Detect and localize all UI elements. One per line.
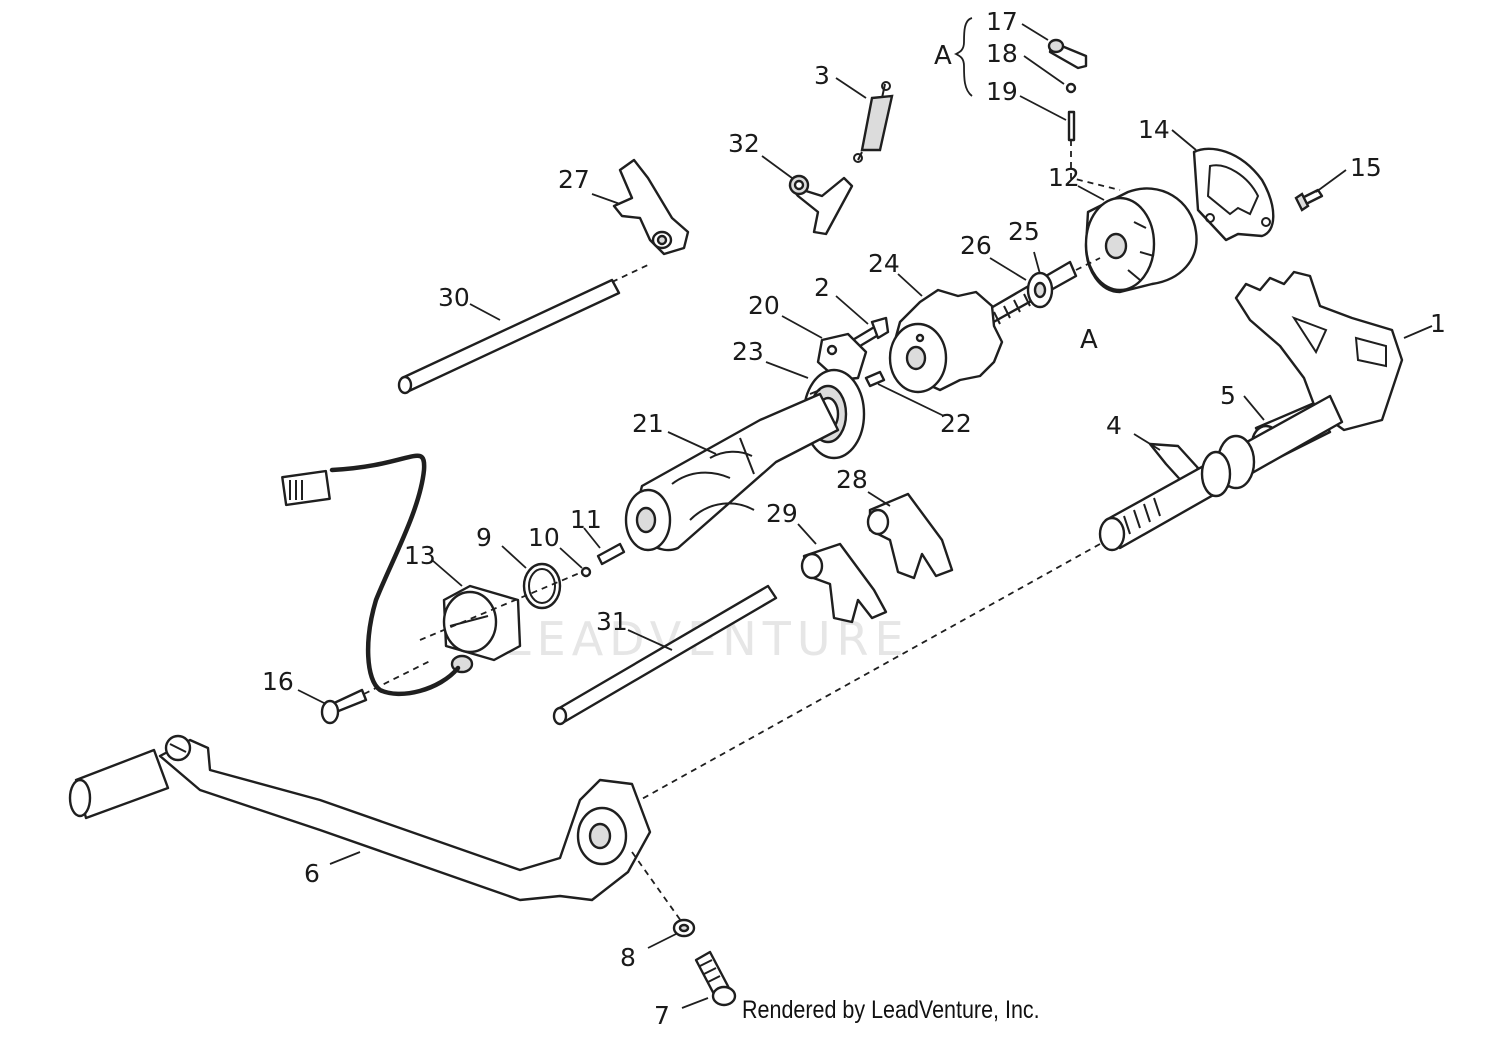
callout-21: 21 <box>632 409 664 438</box>
callout-14: 14 <box>1138 115 1170 144</box>
callout-29: 29 <box>766 499 798 528</box>
part-7-bolt <box>694 950 737 1007</box>
part-28-shift-fork <box>866 492 954 580</box>
group-label-a: A <box>934 41 952 71</box>
part-3-spring <box>853 81 894 163</box>
wire-harness <box>281 453 461 697</box>
callout-30: 30 <box>438 283 470 312</box>
callout-26: 26 <box>960 231 992 260</box>
part-12-shift-drum-cam <box>1084 187 1198 294</box>
part-31-shift-fork-shaft <box>552 584 778 726</box>
part-19-pin <box>1067 110 1076 142</box>
callout-17: 17 <box>986 7 1018 36</box>
guide-27-30 <box>611 263 651 283</box>
callout-16: 16 <box>262 667 294 696</box>
callout-28: 28 <box>836 465 868 494</box>
callout-labels: 1 2 3 4 5 6 7 8 9 10 11 12 13 14 15 16 1… <box>262 7 1446 1030</box>
guide-13-drum <box>419 571 583 641</box>
part-18-ball <box>1065 82 1077 94</box>
part-16-bolt <box>320 688 368 725</box>
part-29-shift-fork <box>800 542 888 624</box>
callout-15: 15 <box>1350 153 1382 182</box>
callout-27: 27 <box>558 165 590 194</box>
callout-7: 7 <box>654 1001 670 1030</box>
callout-3: 3 <box>814 61 830 90</box>
part-2-bolt <box>844 316 890 354</box>
part-25-washer <box>1026 271 1054 309</box>
callout-4: 4 <box>1106 411 1122 440</box>
guide-25-12 <box>1075 257 1101 271</box>
callout-6: 6 <box>304 859 320 888</box>
part-24-drum-star <box>888 288 1004 394</box>
part-14-guide-plate <box>1192 147 1275 242</box>
callout-31: 31 <box>596 607 628 636</box>
callout-25: 25 <box>1008 217 1040 246</box>
callout-22: 22 <box>940 409 972 438</box>
guide-16-13 <box>363 659 433 695</box>
guide-spindle-pedal <box>639 543 1101 801</box>
callout-20: 20 <box>748 291 780 320</box>
callout-13: 13 <box>404 541 436 570</box>
part-11-pin <box>596 542 626 566</box>
leader-lines <box>297 17 1433 1009</box>
part-6-gearshift-pedal <box>68 734 652 902</box>
callout-8: 8 <box>620 943 636 972</box>
callout-10: 10 <box>528 523 560 552</box>
callout-11: 11 <box>570 505 602 534</box>
part-30-shift-fork-shaft <box>397 278 621 395</box>
callout-5: 5 <box>1220 381 1236 410</box>
callout-9: 9 <box>476 523 492 552</box>
part-17-pin <box>1047 38 1088 70</box>
part-27-shift-fork <box>612 158 690 256</box>
section-marker-a: A <box>1080 325 1098 355</box>
callout-32: 32 <box>728 129 760 158</box>
render-credit: Rendered by LeadVenture, Inc. <box>742 996 1040 1024</box>
guide-19-12 <box>1070 140 1121 191</box>
callout-1: 1 <box>1430 309 1446 338</box>
part-15-screw <box>1294 188 1324 212</box>
callout-12: 12 <box>1048 163 1080 192</box>
callout-24: 24 <box>868 249 900 278</box>
gearshift-spindle <box>1098 394 1344 552</box>
part-32-stopper-arm <box>788 174 854 236</box>
part-1-shift-arm <box>1234 270 1404 432</box>
part-21-shift-drum <box>624 392 840 552</box>
guide-pedal-bolt <box>631 851 687 929</box>
part-10-spring-pin <box>580 566 592 578</box>
callout-18: 18 <box>986 39 1018 68</box>
callout-19: 19 <box>986 77 1018 106</box>
callout-2: 2 <box>814 273 830 302</box>
part-22-dowel-pin <box>864 370 886 388</box>
part-13-gear-position-switch <box>442 584 522 674</box>
part-20-bearing-retainer <box>816 332 868 382</box>
callout-23: 23 <box>732 337 764 366</box>
